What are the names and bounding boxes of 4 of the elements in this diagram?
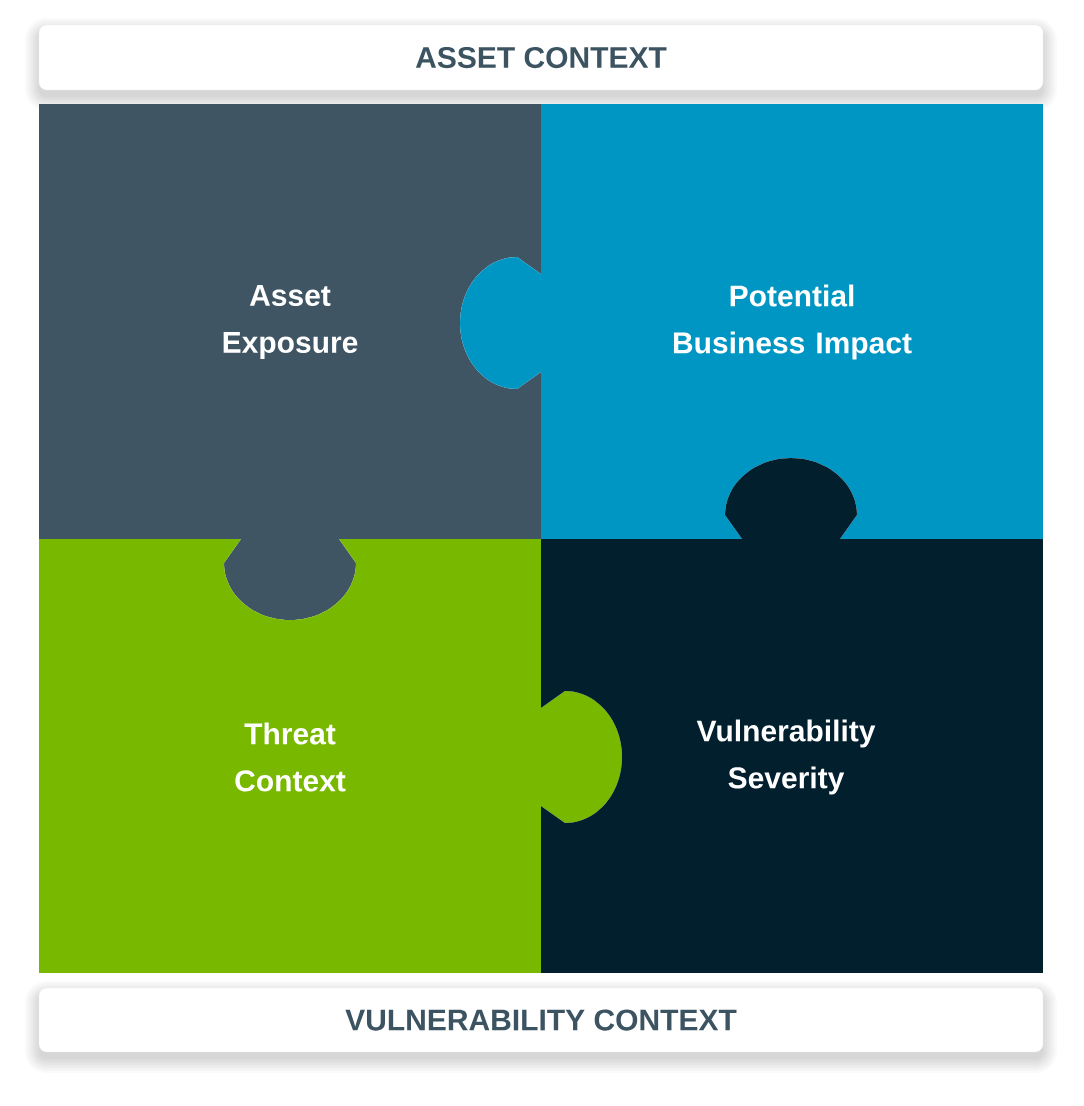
banner: VULNERABILITY CONTEXT — [25, 981, 1057, 1073]
puzzle-piece: Vulnerability Severity — [541, 458, 1043, 973]
puzzle-piece: Potential Business Impact — [460, 104, 1043, 539]
puzzle-piece: Threat Context — [39, 539, 622, 973]
